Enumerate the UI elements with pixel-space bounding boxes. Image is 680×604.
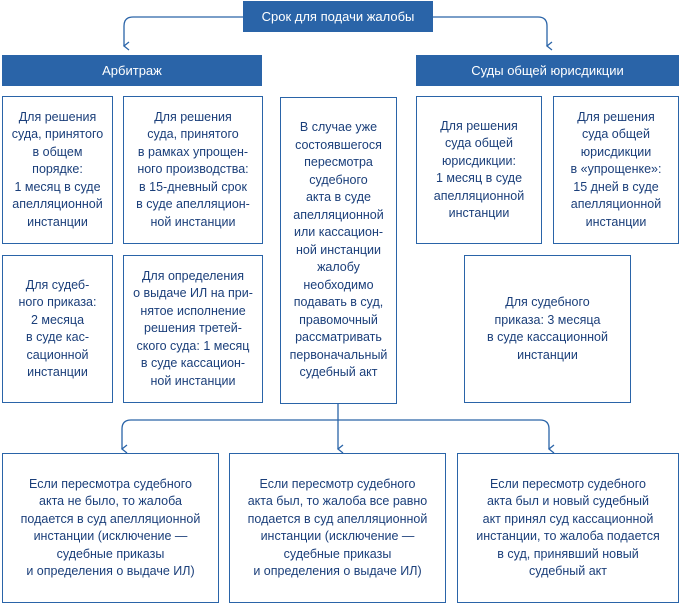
branch-general-jurisdiction: Суды общей юрисдикции bbox=[416, 55, 679, 86]
box-general-decision: Для решения суда общей юрисдикции: 1 мес… bbox=[416, 96, 542, 244]
branch-arbitrazh: Арбитраж bbox=[2, 55, 262, 86]
arrow-to-bottom-left bbox=[120, 404, 339, 454]
box-center-review: В случае уже состоявшегося пересмотра су… bbox=[280, 97, 397, 404]
arrow-to-bottom-right bbox=[338, 419, 555, 454]
arrow-to-arbitrazh bbox=[122, 16, 243, 51]
box-bottom-review-cassation: Если пересмотр судебного акта был и новы… bbox=[457, 453, 679, 603]
box-bottom-review-appeal: Если пересмотр судебного акта был, то жа… bbox=[229, 453, 446, 603]
box-arbitrazh-writ: Для определения о выдаче ИЛ на при- нято… bbox=[123, 255, 263, 403]
box-arbitrazh-simplified: Для решения суда, принятого в рамках упр… bbox=[123, 96, 263, 244]
box-arbitrazh-court-order: Для судеб- ного приказа: 2 месяца в суде… bbox=[2, 255, 113, 403]
arrow-to-general bbox=[433, 16, 553, 51]
box-general-simplified: Для решения суда общей юрисдикции в «упр… bbox=[553, 96, 679, 244]
box-general-court-order: Для судебного приказа: 3 месяца в суде к… bbox=[464, 255, 631, 403]
box-arbitrazh-general-order: Для решения суда, принятого в общем поря… bbox=[2, 96, 113, 244]
title-box: Срок для подачи жалобы bbox=[243, 1, 433, 32]
box-bottom-no-review: Если пересмотра судебного акта не было, … bbox=[2, 453, 219, 603]
